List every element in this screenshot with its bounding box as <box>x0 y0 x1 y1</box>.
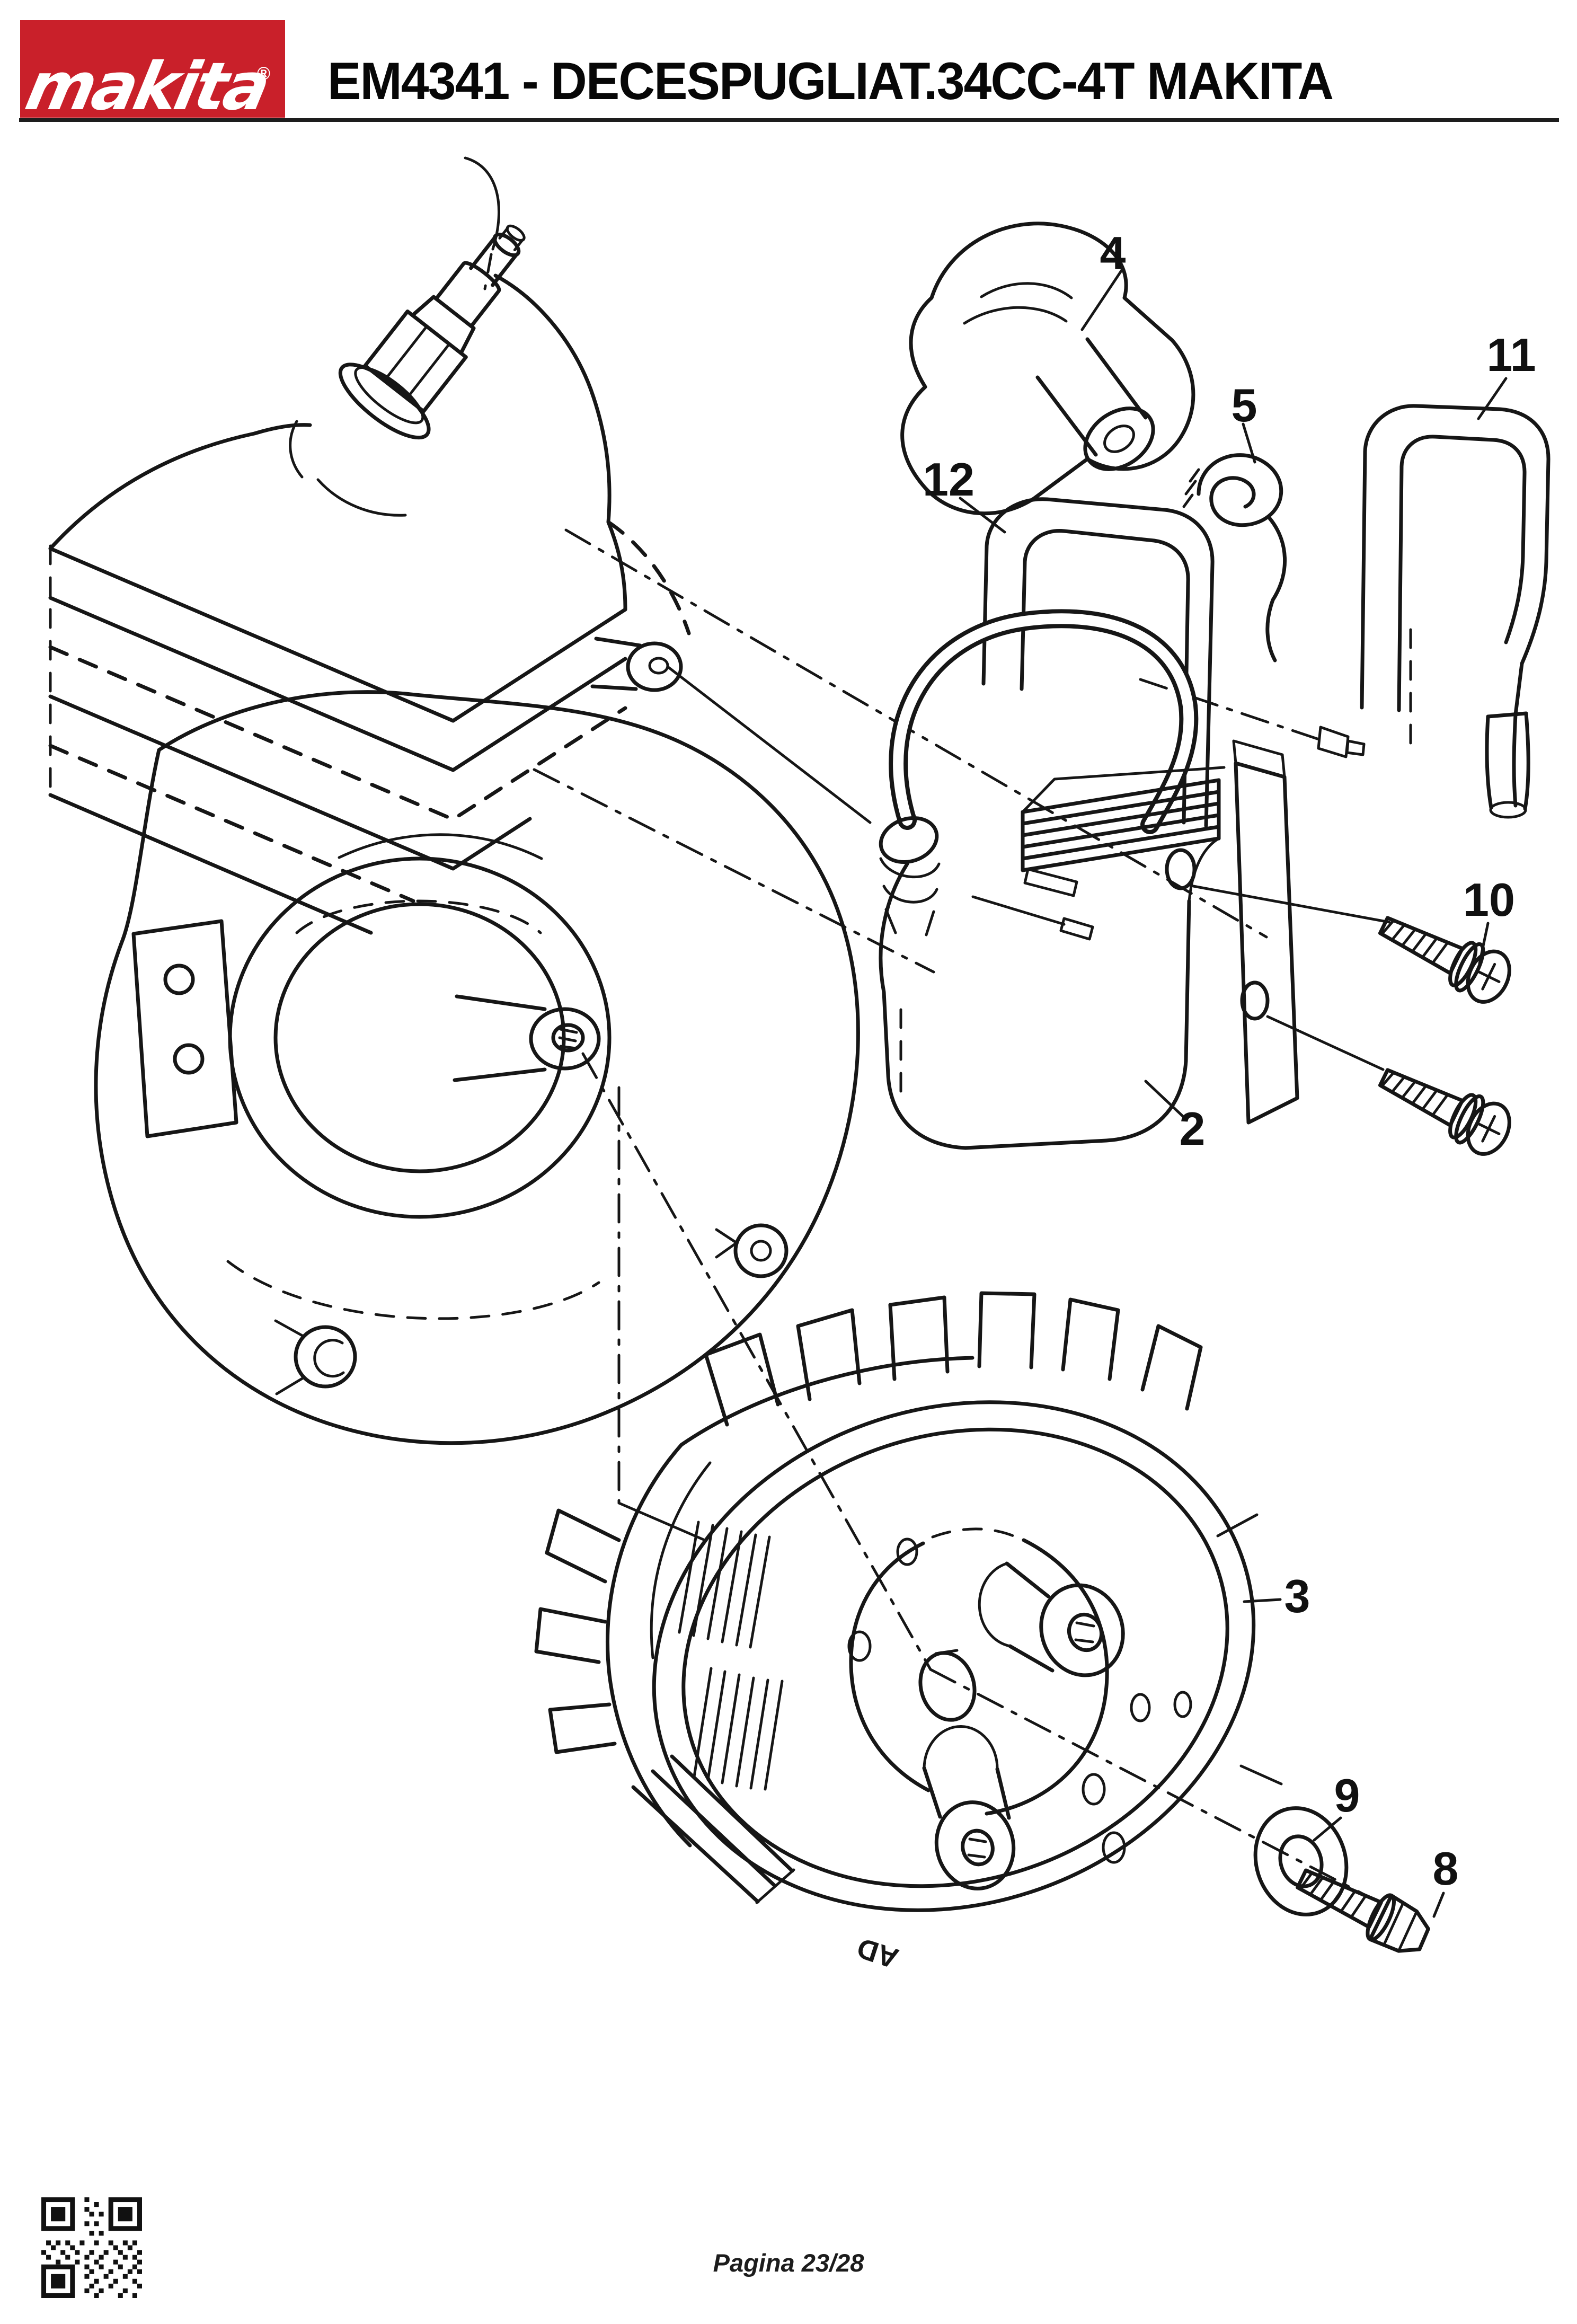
flywheel-bolt-drawing <box>1296 1868 1430 1953</box>
callout-5-label: 5 <box>1232 379 1257 431</box>
callout-2-label: 2 <box>1180 1102 1206 1155</box>
callout-8-leader <box>1432 1892 1445 1918</box>
callout-10-label: 10 <box>1463 873 1515 926</box>
ht-lead-wire-drawing <box>889 609 1199 834</box>
header-divider <box>19 118 1559 122</box>
casting-mark: AD <box>853 1932 902 1975</box>
registered-trademark-icon: ® <box>257 64 271 84</box>
page-title: EM4341 - DECESPUGLIAT.34CC-4T MAKITA <box>327 51 1334 110</box>
callout-9-label: 9 <box>1334 1769 1360 1822</box>
spark-plug-cap-drawing <box>900 222 1195 516</box>
alignment-axes <box>533 528 1377 1902</box>
flywheel-drawing: AD <box>534 1291 1283 1975</box>
callout-10-leader <box>1478 922 1490 965</box>
coil-screw-lower-drawing <box>1378 1068 1511 1156</box>
callout-8-label: 8 <box>1433 1842 1459 1895</box>
terminal-boot-right-drawing <box>1360 377 1551 819</box>
callout-9-leader <box>1313 1816 1342 1842</box>
spark-plug-drawing <box>338 224 526 440</box>
page-number: Pagina 23/28 <box>713 2249 864 2277</box>
crankcase-drawing <box>94 690 860 1445</box>
ignition-coil-drawing <box>879 726 1391 1150</box>
callout-4-label: 4 <box>1100 227 1126 279</box>
cylinder-drawing <box>48 156 691 935</box>
washer-drawing <box>1253 1806 1349 1916</box>
callout-12-label: 12 <box>923 453 974 506</box>
makita-logo: makita ® <box>20 20 285 125</box>
callout-3-label: 3 <box>1284 1570 1310 1622</box>
qr-code <box>41 2197 142 2298</box>
spring-terminal-drawing <box>1182 422 1287 662</box>
callout-labels: 2 3 4 5 8 9 10 11 12 <box>923 227 1536 1895</box>
callout-11-label: 11 <box>1486 329 1536 381</box>
coil-screw-upper-drawing <box>1378 916 1511 1004</box>
